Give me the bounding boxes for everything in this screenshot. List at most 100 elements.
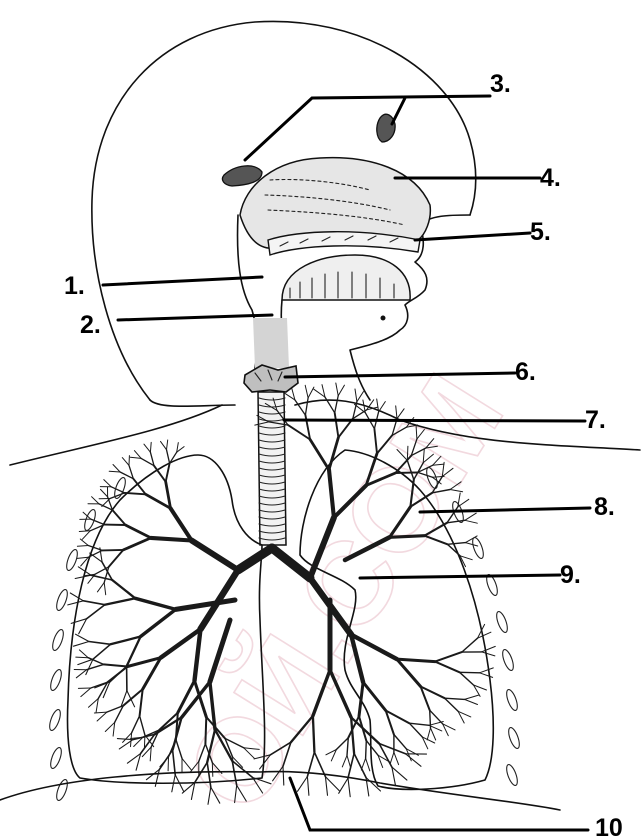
bronchus-branch xyxy=(466,536,478,543)
rib xyxy=(506,726,521,749)
bronchus-branch xyxy=(355,389,357,402)
bronchus-branch xyxy=(146,494,171,508)
bronchus-branch xyxy=(132,716,140,733)
bronchus-branch xyxy=(435,662,460,673)
bronchus-branch xyxy=(167,440,168,450)
bronchus-branch xyxy=(90,553,102,562)
bronchus-branch xyxy=(397,659,421,686)
bronchus-branch xyxy=(205,717,206,744)
rib xyxy=(470,536,485,559)
rib xyxy=(54,588,69,611)
leader-5 xyxy=(415,233,530,240)
trachea xyxy=(258,392,286,545)
bronchus-branch xyxy=(87,605,105,619)
rib xyxy=(500,648,515,671)
bronchus-branch xyxy=(336,738,348,750)
bronchus-branch xyxy=(336,383,338,396)
bronchus-branch xyxy=(127,637,141,667)
bronchus-branch xyxy=(77,557,88,558)
bronchus-branch xyxy=(104,480,111,487)
bronchus-branch xyxy=(348,778,350,797)
bronchus-branch xyxy=(465,699,478,704)
bronchus-branch xyxy=(397,659,435,662)
bronchus-branch xyxy=(82,531,90,540)
bronchus-branch xyxy=(70,593,83,601)
bronchus-branch xyxy=(83,601,104,605)
bronchus-branch xyxy=(76,670,86,678)
bronchus-branch xyxy=(338,385,344,396)
bronchus-branch xyxy=(134,451,141,459)
bronchus-branch xyxy=(151,538,192,541)
bronchus-branch xyxy=(104,583,106,595)
bronchus-branch xyxy=(409,723,422,737)
bronchus-branch xyxy=(427,728,430,740)
bronchus-branch xyxy=(76,634,89,641)
bronchus-branch xyxy=(195,629,201,681)
label-7: 7. xyxy=(585,406,606,434)
bronchus-branch xyxy=(140,689,143,716)
rib xyxy=(48,746,63,769)
tongue xyxy=(282,255,410,321)
bronchus-branch xyxy=(310,440,329,470)
bronchus-branch xyxy=(462,638,478,652)
bronchus-branch xyxy=(93,644,111,659)
bronchus-branch xyxy=(125,493,146,494)
bronchus-branch xyxy=(113,722,115,736)
label-1: 1. xyxy=(64,272,85,300)
rib xyxy=(48,668,63,691)
label-6: 6. xyxy=(515,358,536,386)
bronchus-branch xyxy=(97,583,104,592)
bronchus-branch xyxy=(178,681,195,713)
bronchus-branch xyxy=(308,387,314,398)
bronchus-branch xyxy=(339,778,348,793)
bronchus-branch xyxy=(101,489,108,497)
bronchus-branch xyxy=(394,752,399,764)
bronchus-branch xyxy=(313,716,315,752)
label-8: 8. xyxy=(594,493,615,521)
leader-1 xyxy=(103,277,262,285)
bronchus-branch xyxy=(130,457,141,458)
bronchus-branch xyxy=(171,508,192,540)
bronchus-branch xyxy=(77,546,88,547)
bronchus-branch xyxy=(141,609,176,636)
bronchus-branch xyxy=(109,471,120,472)
bronchus-branch xyxy=(305,385,308,398)
bronchus-branch xyxy=(329,437,338,469)
watermark: ОЙ.COM xyxy=(158,352,528,834)
bronchus-branch xyxy=(105,598,135,604)
bronchus-branch xyxy=(122,458,129,466)
rib xyxy=(494,610,509,633)
bronchus-branch xyxy=(212,763,213,777)
bronchus-branch xyxy=(363,682,386,710)
rib xyxy=(47,708,62,731)
bronchus-branch xyxy=(92,497,99,504)
bronchus-branch xyxy=(409,723,429,725)
bronchus-branch xyxy=(342,755,347,767)
rib xyxy=(64,548,79,571)
bronchus-branch xyxy=(89,642,111,645)
bronchus-branch xyxy=(79,531,90,532)
bronchus-branch xyxy=(150,442,151,452)
bronchus-branch xyxy=(347,738,348,756)
bronchus-branch xyxy=(395,472,417,473)
bronchus-branch xyxy=(144,444,151,452)
rib xyxy=(504,688,519,711)
bronchus-branch xyxy=(68,601,84,605)
bronchus-branch xyxy=(305,398,308,415)
bronchus-branch xyxy=(465,695,479,699)
mouth-dot xyxy=(381,316,386,321)
bronchus-branch xyxy=(76,657,88,658)
bronchus-branch xyxy=(335,413,339,438)
bronchus-branch xyxy=(354,753,366,777)
bronchus-branch xyxy=(74,642,89,647)
bronchus-branch xyxy=(102,499,110,507)
bronchus-branch xyxy=(126,525,151,538)
bronchus-branch xyxy=(407,446,408,460)
rib xyxy=(54,778,69,801)
bronchus-branch xyxy=(112,510,125,525)
frontal-sinus-right xyxy=(377,114,395,142)
bronchus-branch xyxy=(166,482,171,509)
bronchus-branch xyxy=(109,550,124,567)
bronchus-branch xyxy=(166,463,170,482)
leader-2 xyxy=(118,315,272,320)
